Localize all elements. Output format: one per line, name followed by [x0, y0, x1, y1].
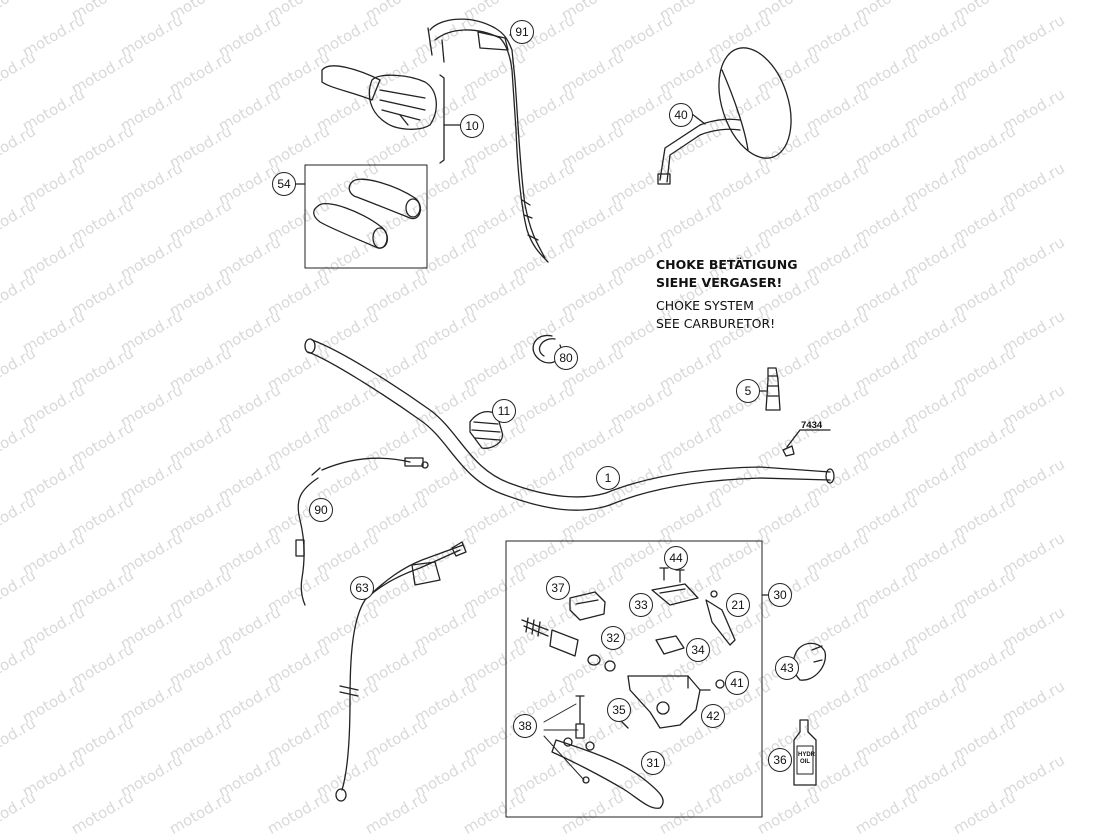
callout-42[interactable]: 42 — [701, 704, 725, 728]
master-cylinder-parts[interactable] — [521, 567, 736, 809]
oil-bottle-label: HYDR. OIL — [798, 752, 817, 765]
callout-38[interactable]: 38 — [513, 714, 537, 738]
grips[interactable] — [313, 178, 422, 249]
callout-44[interactable]: 44 — [664, 546, 688, 570]
callout-37[interactable]: 37 — [546, 576, 570, 600]
note-de-line2: SIEHE VERGASER! — [656, 275, 783, 290]
leader-40 — [691, 113, 706, 125]
leader-7434 — [786, 429, 831, 448]
clutch-cable[interactable] — [295, 457, 429, 606]
callout-41[interactable]: 41 — [725, 671, 749, 695]
callout-33[interactable]: 33 — [629, 593, 653, 617]
note-de-line1: CHOKE BETÄTIGUNG — [656, 257, 798, 272]
clamp[interactable] — [792, 642, 827, 681]
callout-1[interactable]: 1 — [596, 466, 620, 490]
callout-91[interactable]: 91 — [510, 20, 534, 44]
throttle-cables[interactable] — [427, 18, 549, 263]
callout-40[interactable]: 40 — [669, 103, 693, 127]
callout-35[interactable]: 35 — [607, 698, 631, 722]
reference-number-7434: 7434 — [801, 420, 823, 431]
callout-34[interactable]: 34 — [686, 638, 710, 662]
callout-36[interactable]: 36 — [768, 748, 792, 772]
brake-hose[interactable] — [335, 541, 467, 802]
callout-10[interactable]: 10 — [460, 114, 484, 138]
throttle-grip[interactable] — [321, 65, 437, 130]
callout-80[interactable]: 80 — [554, 346, 578, 370]
note-en-line1: CHOKE SYSTEM — [656, 298, 754, 313]
callout-32[interactable]: 32 — [601, 626, 625, 650]
callout-43[interactable]: 43 — [775, 656, 799, 680]
callout-63[interactable]: 63 — [350, 576, 374, 600]
callout-90[interactable]: 90 — [309, 498, 333, 522]
callout-5[interactable]: 5 — [736, 379, 760, 403]
callout-31[interactable]: 31 — [641, 751, 665, 775]
callout-11[interactable]: 11 — [492, 399, 516, 423]
handlebar[interactable] — [304, 338, 835, 511]
mirror[interactable] — [657, 39, 804, 185]
leaders-38 — [543, 703, 585, 781]
bracket-10 — [439, 74, 445, 164]
note-en-line2: SEE CARBURETOR! — [656, 316, 776, 331]
grease-tube[interactable] — [765, 367, 781, 411]
brake-assembly-box — [505, 540, 763, 818]
callout-54[interactable]: 54 — [272, 172, 296, 196]
callout-30[interactable]: 30 — [768, 583, 792, 607]
callout-21[interactable]: 21 — [726, 593, 750, 617]
grips-box — [304, 164, 428, 269]
oil-bottle[interactable] — [793, 719, 817, 786]
bar-end-plug[interactable] — [782, 445, 795, 457]
rubber-bellows[interactable] — [469, 411, 504, 449]
